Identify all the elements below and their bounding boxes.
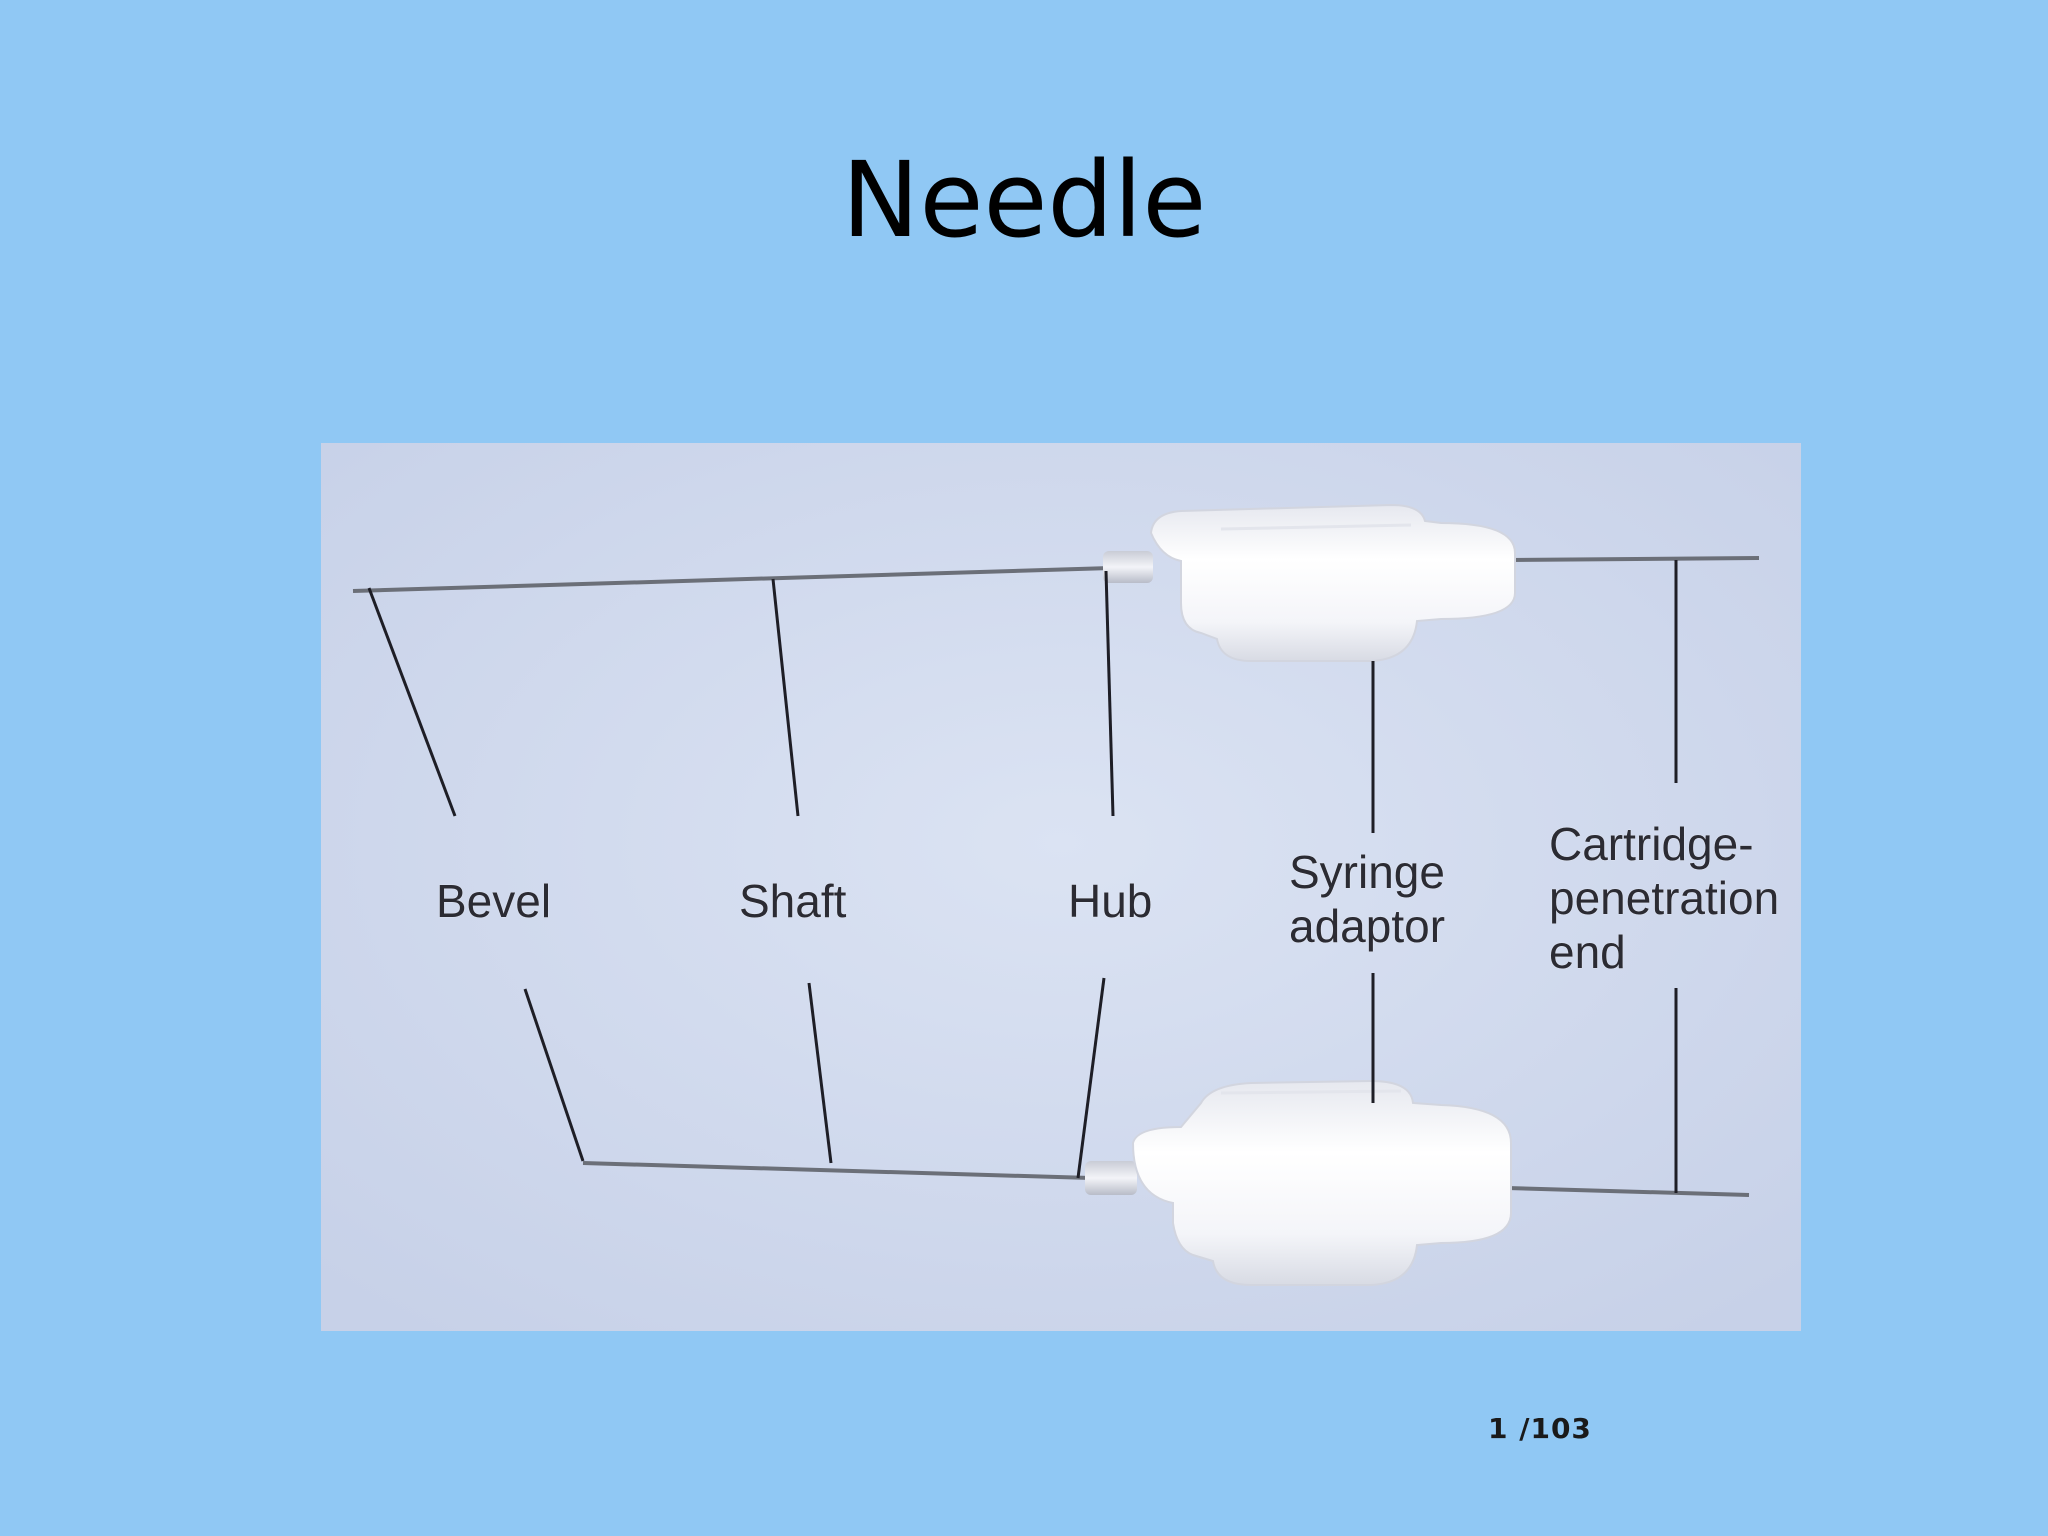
bottom-needle xyxy=(582,1079,1750,1286)
bevel-leader-top xyxy=(367,587,457,817)
hub-leader-top xyxy=(1104,570,1115,817)
hub-leader-bottom xyxy=(1076,977,1106,1179)
bottom-needle-cartridge-end xyxy=(1506,1186,1750,1197)
page-number: 1 /103 xyxy=(1488,1412,1592,1445)
top-needle-hub xyxy=(1149,503,1516,662)
top-needle-collar xyxy=(1103,551,1153,583)
bevel-leader-bottom xyxy=(523,988,585,1162)
needle-diagram: Bevel Shaft Hub Syringe adaptor Cartridg… xyxy=(321,443,1801,1331)
syringe-adaptor-label: Syringe adaptor xyxy=(1289,846,1446,952)
top-needle-cartridge-end xyxy=(1510,556,1760,562)
bottom-needle-hub xyxy=(1131,1079,1512,1286)
bottom-needle-collar xyxy=(1085,1161,1137,1195)
needle-illustration xyxy=(321,443,1801,1331)
top-needle xyxy=(352,503,1760,662)
shaft-label: Shaft xyxy=(739,875,847,927)
shaft-leader-bottom xyxy=(807,982,833,1164)
figure-background xyxy=(321,443,1801,1331)
top-needle-shaft xyxy=(352,566,1112,593)
hub-label: Hub xyxy=(1068,875,1153,927)
leader-lines xyxy=(367,560,1678,1193)
bottom-needle-shaft xyxy=(582,1161,1092,1180)
shaft-leader-top xyxy=(771,578,800,817)
bevel-label: Bevel xyxy=(436,875,552,927)
slide-title: Needle xyxy=(841,139,1207,261)
cartridge-penetration-end-label: Cartridge- penetration end xyxy=(1549,818,1780,978)
